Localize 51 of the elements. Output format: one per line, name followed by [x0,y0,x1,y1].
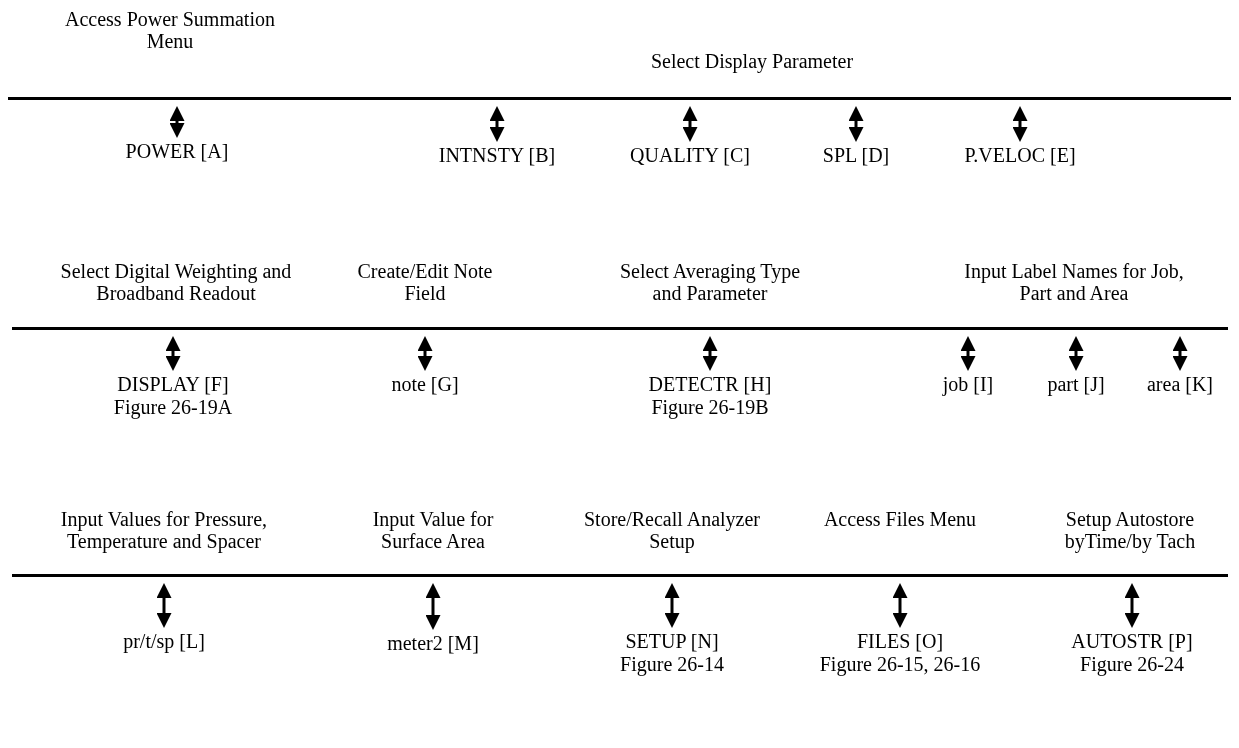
menu-item-label: meter2 [M] [387,632,479,655]
function-heading: Select Averaging Type and Parameter [619,260,801,304]
function-heading: Select Digital Weighting and Broadband Readout [59,260,293,304]
figure-reference: Figure 26-19A [113,396,233,419]
function-heading: Access Files Menu [822,508,978,530]
function-heading: Access Power Summation Menu [64,8,276,52]
menu-item-label: pr/t/sp [L] [123,630,205,653]
menu-item-label: note [G] [391,373,459,396]
function-heading: Input Value for Surface Area [371,508,495,552]
function-heading: Select Display Parameter [649,50,855,72]
double-arrow [702,336,718,371]
menu-item-label: part [J] [1047,373,1105,396]
menu-item-label: INTNSTY [B] [438,144,556,167]
double-arrow [425,583,441,630]
function-heading: Setup Autostore byTime/by Tach [1063,508,1197,552]
function-heading: Input Label Names for Job, Part and Area [964,260,1184,304]
double-arrow [848,106,864,142]
menu-item-label: P.VELOC [E] [964,144,1076,167]
horizontal-rule [8,97,1231,100]
double-arrow [892,583,908,628]
function-heading: Create/Edit Note Field [356,260,494,304]
menu-item-label: QUALITY [C] [630,144,750,167]
horizontal-rule [12,574,1228,577]
double-arrow [169,106,185,138]
figure-reference: Figure 26-19B [651,396,769,419]
double-arrow [165,336,181,371]
double-arrow [682,106,698,142]
double-arrow [1012,106,1028,142]
double-arrow [664,583,680,628]
menu-item-label: job [I] [942,373,994,396]
menu-item-label: AUTOSTR [P] [1071,630,1193,653]
menu-item-label: DISPLAY [F] [117,373,229,396]
figure-reference: Figure 26-14 [620,653,724,676]
double-arrow [1068,336,1084,371]
function-heading: Store/Recall Analyzer Setup [582,508,761,552]
menu-item-label: DETECTR [H] [648,373,772,396]
menu-item-label: SPL [D] [822,144,890,167]
menu-item-label: SETUP [N] [625,630,719,653]
double-arrow [417,336,433,371]
double-arrow [156,583,172,628]
menu-item-label: FILES [O] [856,630,944,653]
double-arrow [1172,336,1188,371]
double-arrow [489,106,505,142]
menu-item-label: POWER [A] [125,140,229,163]
horizontal-rule [12,327,1228,330]
figure-reference: Figure 26-15, 26-16 [819,653,981,676]
function-heading: Input Values for Pressure, Temperature and Spacer [59,508,269,552]
menu-item-label: area [K] [1146,373,1214,396]
double-arrow [960,336,976,371]
figure-reference: Figure 26-24 [1080,653,1184,676]
double-arrow [1124,583,1140,628]
